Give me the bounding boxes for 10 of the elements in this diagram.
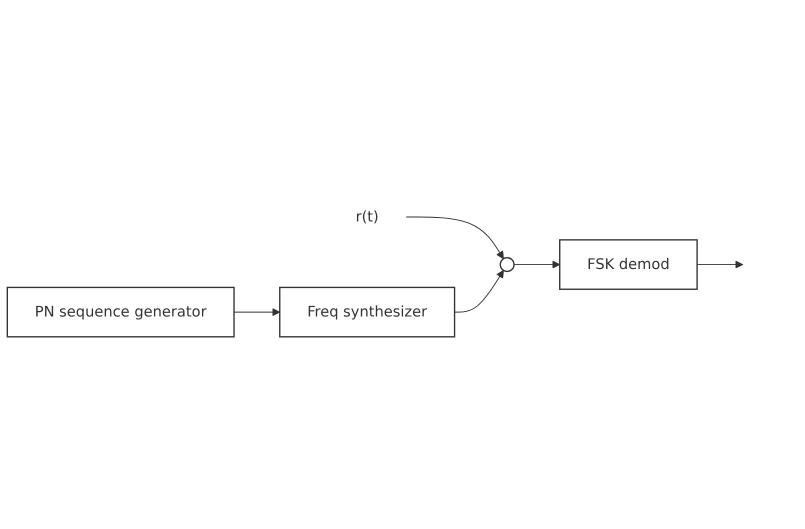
node-box: Freq synthesizer [279,286,456,338]
arrow [696,260,744,269]
arrow [234,308,280,316]
arrow [406,216,504,260]
node-box: PN sequence generator [6,286,235,338]
node-circle [500,256,515,272]
arrow [454,270,504,313]
node-text: r(t) [356,208,379,226]
arrow [514,260,560,269]
node-box: FSK demod [559,239,698,290]
